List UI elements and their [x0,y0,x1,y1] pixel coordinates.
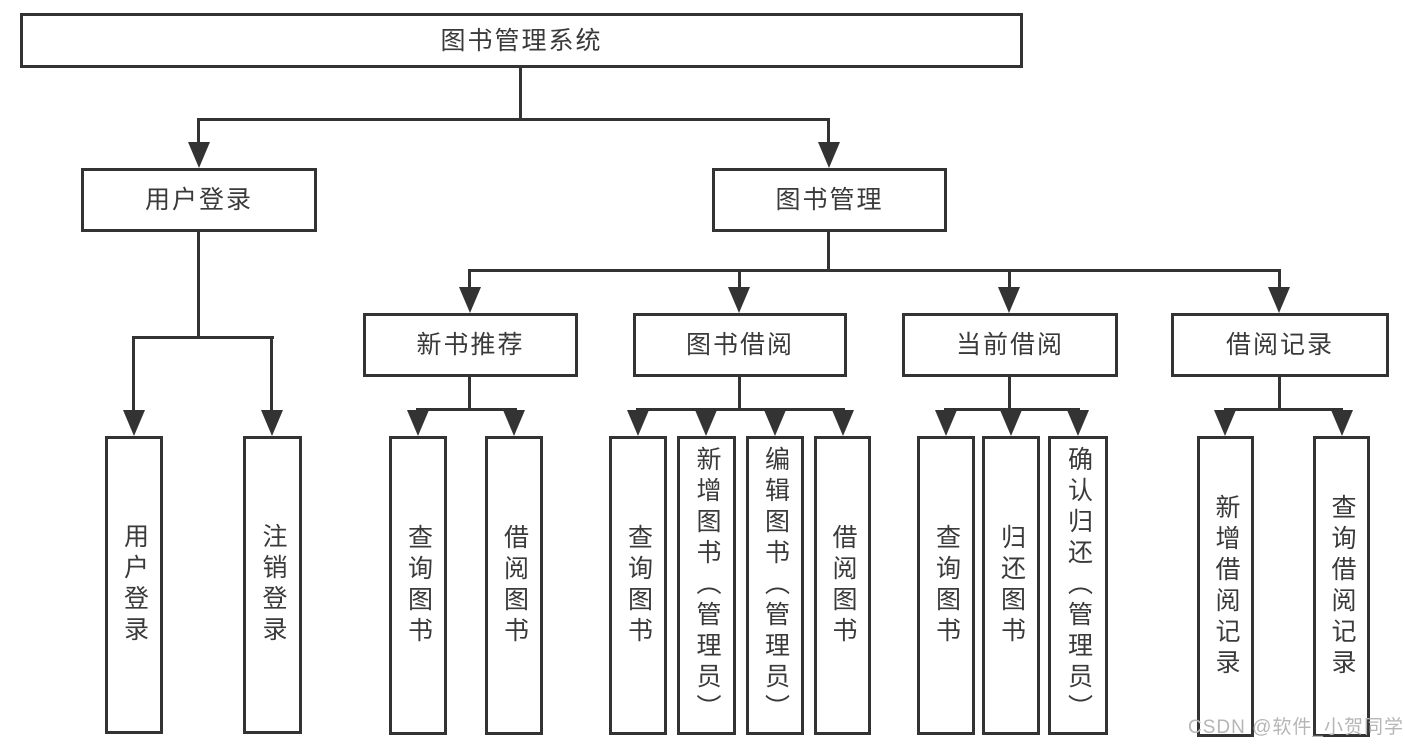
connector-line [132,336,274,339]
leaf-query-books: 查询图书 [389,436,447,735]
connector-line [132,336,135,414]
connector-line [1278,375,1281,410]
node-user-login: 用户登录 [81,168,317,232]
arrow-down-icon [407,410,429,436]
arrow-down-icon [818,142,840,168]
node-label: 查询借阅记录 [1328,493,1356,680]
node-label: 图书管理系统 [440,26,603,55]
connector-line [1278,269,1281,293]
arrow-down-icon [1331,410,1353,436]
node-current-borrowing: 当前借阅 [902,313,1118,377]
arrow-down-icon [935,410,957,436]
connector-line [270,336,273,414]
connector-line [738,375,741,410]
leaf-query-borrow-record: 查询借阅记录 [1313,436,1370,737]
connector-line [468,375,471,410]
arrow-down-icon [123,410,145,436]
node-book-management: 图书管理 [712,168,947,232]
connector-line [1224,408,1343,411]
node-book-borrowing: 图书借阅 [633,313,847,377]
connector-line [468,269,1281,272]
node-label: 借阅图书 [829,523,857,648]
node-library-management-system: 图书管理系统 [20,13,1023,68]
arrow-down-icon [1000,410,1022,436]
arrow-down-icon [695,410,717,436]
arrow-down-icon [1214,410,1236,436]
node-label: 查询图书 [404,523,433,648]
connector-line [197,230,200,339]
connector-line [197,118,830,121]
node-new-book-recommendation: 新书推荐 [363,313,578,377]
arrow-down-icon [627,410,649,436]
node-label: 借阅记录 [1225,331,1334,359]
watermark: CSDN @软件_小贺同学 [1188,717,1404,738]
connector-line [944,408,1080,411]
connector-line [1008,375,1011,410]
node-label: 新增借阅记录 [1212,493,1240,680]
connector-line [827,118,830,150]
connector-line [416,408,517,411]
leaf-query-books: 查询图书 [609,436,667,735]
node-label: 确认归还（管理员） [1064,446,1093,725]
arrow-down-icon [728,287,750,313]
leaf-return-books: 归还图书 [982,436,1040,735]
node-label: 当前借阅 [955,331,1064,359]
leaf-edit-book-admin: 编辑图书（管理员） [746,436,804,735]
node-label: 用户登录 [120,523,149,647]
node-label: 用户登录 [144,186,253,214]
node-label: 查询图书 [624,523,653,648]
leaf-add-book-admin: 新增图书（管理员） [677,436,736,735]
node-label: 新书推荐 [416,331,525,359]
arrow-down-icon [1067,410,1089,436]
arrow-down-icon [459,287,481,313]
arrow-down-icon [503,410,525,436]
node-label: 归还图书 [997,523,1026,648]
connector-line [468,269,471,293]
connector-line [1008,269,1011,293]
connector-line [636,408,845,411]
arrow-down-icon [832,410,854,436]
leaf-query-books: 查询图书 [917,436,975,735]
arrow-down-icon [998,287,1020,313]
connector-line [738,269,741,293]
node-borrowing-records: 借阅记录 [1171,313,1389,377]
connector-line [827,230,830,272]
node-label: 新增图书（管理员） [693,446,721,725]
node-label: 查询图书 [932,523,961,648]
node-label: 编辑图书（管理员） [761,446,790,725]
arrow-down-icon [261,410,283,436]
arrow-down-icon [764,410,786,436]
connector-line [197,118,200,150]
arrow-down-icon [1268,287,1290,313]
leaf-borrow-books: 借阅图书 [814,436,871,735]
leaf-borrow-books: 借阅图书 [485,436,543,735]
node-label: 图书管理 [775,186,884,214]
connector-line [519,66,522,120]
node-label: 注销登录 [259,523,287,647]
node-label: 借阅图书 [500,523,529,648]
leaf-add-borrow-record: 新增借阅记录 [1197,436,1254,737]
leaf-confirm-return-admin: 确认归还（管理员） [1048,436,1108,735]
arrow-down-icon [188,142,210,168]
leaf-logout: 注销登录 [243,436,302,734]
node-label: 图书借阅 [685,331,794,359]
leaf-user-login: 用户登录 [105,436,163,734]
